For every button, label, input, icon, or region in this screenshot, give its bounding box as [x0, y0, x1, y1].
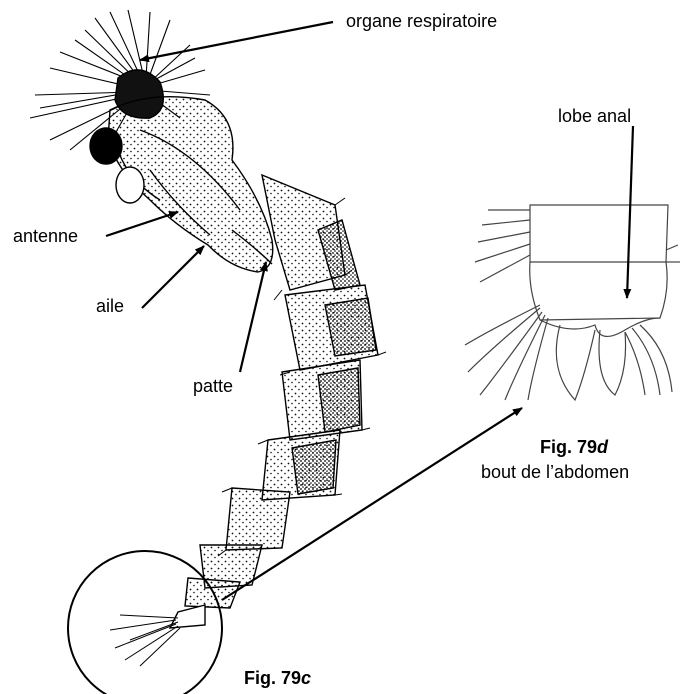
fig-79c-prefix: Fig. 79	[244, 668, 301, 688]
arrow-antenne	[106, 212, 178, 236]
terminal-paddles	[110, 615, 180, 666]
pupa-body	[30, 10, 386, 666]
fig-79d-prefix: Fig. 79	[540, 437, 597, 457]
abdomen-tip	[465, 205, 680, 400]
fig-79d-caption: bout de l’abdomen	[481, 463, 629, 481]
arrow-aile	[142, 246, 204, 308]
label-organe-respiratoire: organe respiratoire	[346, 12, 497, 30]
fig-79c-label: Fig. 79c	[244, 669, 311, 687]
label-aile: aile	[96, 297, 124, 315]
arrow-patte	[240, 262, 266, 372]
label-patte: patte	[193, 377, 233, 395]
arrow-organe	[140, 22, 333, 60]
fig-79d-label: Fig. 79d	[540, 438, 608, 456]
arrow-lobe	[627, 126, 633, 298]
label-antenne: antenne	[13, 227, 78, 245]
fig-79d-letter: d	[597, 437, 608, 457]
fig-79c-letter: c	[301, 668, 311, 688]
label-lobe-anal: lobe anal	[558, 107, 631, 125]
